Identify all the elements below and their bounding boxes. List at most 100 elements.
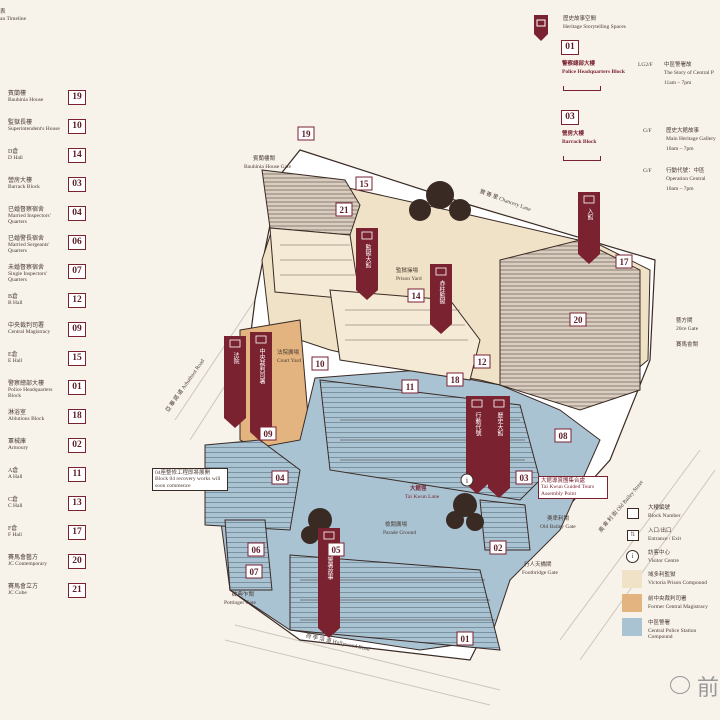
legend-item-en: JC Cube [8, 590, 27, 596]
legend-item-zh: D倉 [8, 149, 19, 155]
legend-item-num: 11 [68, 467, 86, 482]
legend-item-en: Police Headquarters Block [8, 387, 53, 399]
legend-item-zh: 已婚警長宿舍 [8, 236, 45, 242]
legend-item-num: 07 [68, 264, 86, 279]
right-block-01: 01 [561, 40, 579, 55]
legend-item-num: 21 [68, 583, 86, 598]
prison-yard-en: Prison Yard [396, 276, 422, 282]
block04-note-zh: 04座整修工程即將展開 [155, 470, 211, 476]
banner-zh: 中區警署故事 [326, 543, 333, 581]
map-block-badge [311, 356, 329, 371]
right-block03-floor: G/F [643, 128, 652, 134]
legend-police-zh: 中區警署 [648, 620, 671, 626]
legend-item-en: Married Inspectors' Quarters [8, 213, 51, 225]
assembly-zh: 大館導賞團集合處 [541, 478, 586, 484]
heritage-title-zh: 歷史故事空間 [563, 16, 597, 22]
map-block-number: 07 [250, 567, 260, 577]
map-block-badge [335, 202, 353, 217]
legend-item-en: Bauhinia House [8, 97, 44, 103]
building-14 [269, 227, 361, 301]
map-block-badge [297, 126, 315, 141]
legend-item-en: F Hall [8, 532, 22, 538]
legend-item-zh: C倉 [8, 497, 19, 503]
heritage-title-en: Heritage Storytelling Spaces [563, 24, 626, 30]
legend-item-num: 18 [68, 409, 86, 424]
map-block-number: 17 [620, 257, 630, 267]
legend-entrance-en: Entrance / Exit [648, 536, 681, 542]
map-block-badge [259, 426, 277, 441]
pottinger-gate-en: Pottinger Gate [224, 600, 256, 606]
legend-item-en: Armoury [8, 445, 29, 451]
svg-text:i: i [466, 476, 469, 485]
legend-item-en: Married Sergeants' Quarters [8, 242, 50, 254]
right-block01-en: Police Headquarters Block [562, 69, 625, 75]
right-block01-hours: 11am – 7pm [664, 80, 692, 86]
legend-magistracy-swatch [622, 594, 642, 612]
legend-item-num: 15 [68, 351, 86, 366]
legend-item-zh: 未婚督察宿舍 [8, 265, 45, 271]
legend-item-num: 04 [68, 206, 86, 221]
legend-prison-en: Victoria Prison Compound [648, 580, 707, 586]
banner-icon [493, 399, 505, 408]
block04-note: 04座整修工程即將展開 Block 04 recovery works will… [152, 468, 228, 491]
map-block-number: 06 [252, 545, 262, 555]
legend-item-en: Barrack Block [8, 184, 40, 190]
legend-item-num: 20 [68, 554, 86, 569]
right-block01-story-en: The Story of Central P [664, 70, 714, 76]
right-block03-floor2: G/F [643, 168, 652, 174]
map-block-number: 01 [461, 634, 471, 644]
right-block03-gallery-en: Main Heritage Gallery [666, 136, 716, 142]
right-block03-gallery-hours: 10am – 7pm [666, 146, 694, 152]
tai-kwun-lane-en: Tai Kwun Lane [405, 494, 440, 500]
footbridge-gate-en: Footbridge Gate [522, 570, 558, 576]
banner-icon [583, 195, 595, 204]
map-block-number: 14 [412, 291, 422, 301]
assembly-point: 大館導賞團集合處 Tai Kwun Guided Tours Assembly … [538, 476, 608, 499]
map-block-badge [247, 542, 265, 557]
legend-item-en: Ablutions Block [8, 416, 45, 422]
right-block03-en: Barrack Block [562, 139, 597, 145]
banner-6: 歷史大館 [488, 396, 510, 498]
legend-item-zh: E倉 [8, 352, 18, 358]
jc20-gate-en: 20ce Gate [676, 326, 699, 332]
legend-item-en: A Hall [8, 474, 23, 480]
legend-item-num: 02 [68, 438, 86, 453]
map-block-number: 20 [574, 315, 584, 325]
banner-icon [361, 231, 373, 240]
legend-item-en: Central Magistracy [8, 329, 51, 335]
banner-2: 入館 [578, 192, 600, 264]
banner-zh: 歷史大館 [496, 412, 503, 437]
map-block-badge [327, 542, 345, 557]
legend-visitor-zh: 訪客中心 [648, 550, 671, 556]
legend-item-en: D Hall [8, 155, 23, 161]
legend-item-num: 13 [68, 496, 86, 511]
pottinger-gate-zh: 砵典乍閘 [232, 592, 255, 598]
jc20-gate-zh: 藝方閘 [676, 318, 693, 324]
right-block01-zh: 警察總部大樓 [562, 61, 596, 67]
map-block-badge [489, 540, 507, 555]
court-yard-en: Court Yard [277, 358, 302, 364]
banner-icon [255, 335, 267, 344]
court-yard-zh: 法院廣場 [277, 350, 300, 356]
visitor-centre-icon: i [460, 473, 474, 487]
map-block-number: 02 [494, 543, 504, 553]
map-block-badge [401, 379, 419, 394]
parade-ground-zh: 檢閱廣場 [385, 522, 408, 528]
legend-block-number-zh: 大樓編號 [648, 505, 671, 511]
building-02 [479, 499, 531, 551]
right-block03-op-en: Operation Central [666, 176, 706, 182]
legend-prison-swatch [622, 570, 642, 588]
banner-5: 行動代號 [466, 396, 488, 494]
map-block-number: 08 [559, 431, 569, 441]
